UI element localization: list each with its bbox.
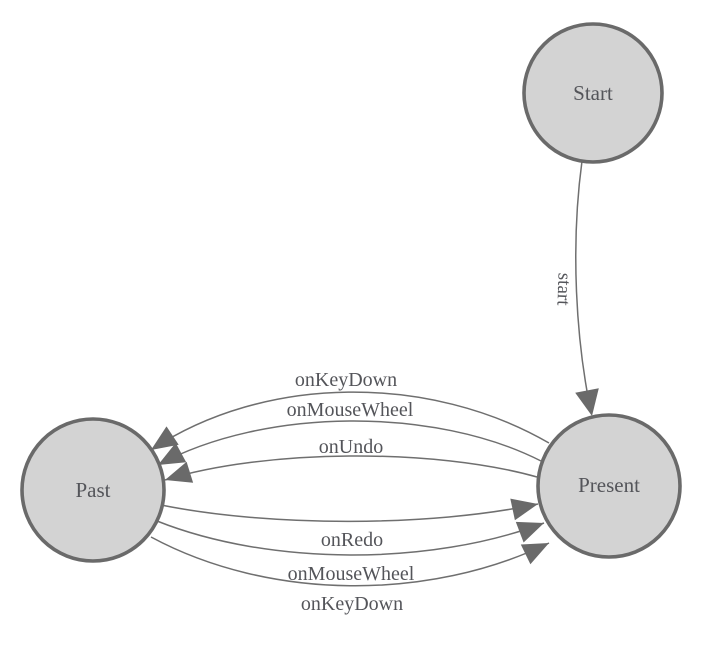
edge-label-onmousewheel-top: onMouseWheel [287,399,414,421]
node-past: Past [20,417,166,563]
node-start: Start [522,22,664,164]
edge-path-onmousewheel-bottom [156,520,545,556]
arrowhead-icon [151,426,179,450]
edge-past-to-present-onmousewheel: onMouseWheel [156,520,545,585]
edge-label-onundo: onUndo [319,436,383,458]
arrowhead-icon [165,461,194,483]
arrowhead-icon [510,498,538,521]
arrowhead-icon [158,442,187,465]
edge-path-start [575,160,590,403]
edge-past-to-present-onredo: onRedo [160,498,539,551]
edge-present-to-past-onmousewheel: onMouseWheel [157,399,542,466]
node-present-label: Present [578,473,640,497]
node-start-label: Start [573,81,613,105]
node-start-circle [522,22,664,164]
node-present: Present [536,413,682,559]
edge-label-onkeydown-top: onKeyDown [295,369,397,391]
edge-label-onkeydown-bottom: onKeyDown [301,593,403,615]
edge-path-onredo [160,503,539,523]
arrowhead-icon [575,388,599,416]
arrowhead-icon [520,543,549,565]
node-past-circle [20,417,166,563]
edge-present-to-past-onkeydown: onKeyDown [150,369,550,451]
edge-label-start: start [552,272,574,306]
arrowhead-icon [515,521,544,543]
edge-path-onmousewheel-top [157,420,542,466]
edge-path-onkeydown-bottom [150,536,550,587]
edge-past-to-present-onkeydown: onKeyDown [150,536,550,615]
edge-path-onundo [164,455,538,481]
edge-start-to-present: start [552,160,599,416]
edge-label-onmousewheel-bottom: onMouseWheel [288,563,415,585]
edge-present-to-past-onundo: onUndo [164,436,538,483]
edge-label-onredo: onRedo [321,529,383,551]
node-past-label: Past [75,478,110,502]
edge-path-onkeydown-top [150,391,550,451]
node-present-circle [536,413,682,559]
